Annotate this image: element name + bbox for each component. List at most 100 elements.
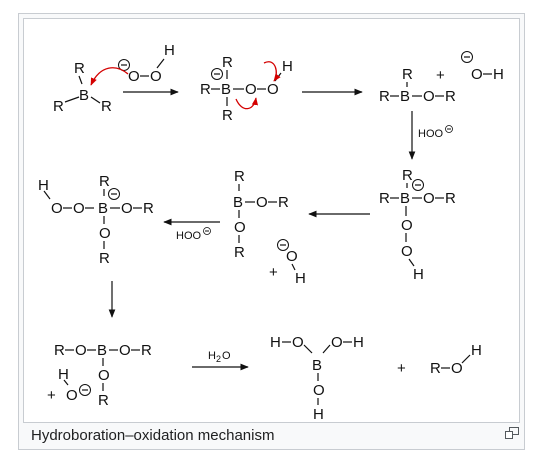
curved-arrow bbox=[90, 67, 129, 86]
plus-sign: + bbox=[436, 67, 445, 84]
atom-H: H bbox=[493, 66, 504, 83]
atom-R: R bbox=[234, 168, 245, 185]
water-O: O bbox=[222, 350, 231, 362]
plus-sign: + bbox=[397, 360, 406, 377]
atom-B: B bbox=[312, 357, 322, 374]
atom-O: O bbox=[451, 360, 463, 377]
bond bbox=[43, 190, 51, 200]
charge-circle bbox=[445, 125, 453, 133]
mechanism-diagram: R B R R O O H R bbox=[23, 18, 520, 423]
atom-R: R bbox=[99, 250, 110, 267]
dialkoxyborane: R B O R O R bbox=[233, 168, 289, 261]
charge-circle bbox=[412, 179, 424, 191]
atom-O: O bbox=[256, 194, 268, 211]
atom-R: R bbox=[141, 342, 152, 359]
atom-O: O bbox=[75, 342, 87, 359]
enlarge-icon[interactable] bbox=[505, 424, 519, 439]
charge-circle bbox=[203, 227, 211, 235]
charge-circle bbox=[211, 68, 223, 80]
atom-H: H bbox=[282, 58, 293, 75]
bond bbox=[408, 258, 415, 267]
reagent-label: HOO bbox=[176, 230, 202, 242]
borate-peroxide-complex: R R B R O O H bbox=[200, 54, 293, 124]
atom-O: O bbox=[73, 200, 85, 217]
water-H: H bbox=[208, 350, 216, 362]
hydroperoxide-anion: O O H bbox=[118, 42, 175, 85]
atom-O: O bbox=[286, 248, 298, 265]
atom-B: B bbox=[400, 190, 410, 207]
atom-B: B bbox=[400, 88, 410, 105]
atom-R: R bbox=[53, 98, 64, 115]
atom-H: H bbox=[313, 406, 324, 423]
atom-B: B bbox=[79, 87, 89, 104]
atom-B: B bbox=[97, 342, 107, 359]
atom-R: R bbox=[379, 190, 390, 207]
atom-H: H bbox=[353, 334, 364, 351]
charge-circle bbox=[277, 239, 289, 251]
atom-B: B bbox=[98, 200, 108, 217]
charge-circle bbox=[461, 51, 473, 63]
atom-O: O bbox=[313, 382, 325, 399]
atom-O: O bbox=[267, 81, 279, 98]
trialkylborane: R B R R bbox=[53, 60, 112, 115]
atom-R: R bbox=[98, 392, 109, 409]
plus-sign: + bbox=[47, 387, 56, 404]
atom-R: R bbox=[99, 173, 110, 190]
atom-H: H bbox=[471, 342, 482, 359]
charge-circle bbox=[79, 384, 91, 396]
atom-O: O bbox=[471, 66, 483, 83]
alkylborate-hydroperoxide: H O O R B O R O R bbox=[38, 173, 154, 267]
atom-O: O bbox=[119, 342, 131, 359]
atom-R: R bbox=[402, 167, 413, 184]
atom-R: R bbox=[74, 60, 85, 77]
bond bbox=[303, 344, 313, 354]
hydroxide: H O bbox=[58, 366, 91, 404]
water-subscript: 2 bbox=[216, 354, 221, 364]
atom-O: O bbox=[245, 81, 257, 98]
atom-H: H bbox=[295, 270, 306, 287]
atom-R: R bbox=[278, 194, 289, 211]
atom-R: R bbox=[379, 88, 390, 105]
alkoxyborane: R R B O R bbox=[379, 66, 456, 105]
figure-frame: R B R R O O H R bbox=[18, 13, 525, 450]
atom-H: H bbox=[164, 42, 175, 59]
atom-R: R bbox=[445, 88, 456, 105]
atom-O: O bbox=[423, 88, 435, 105]
curved-arrow bbox=[235, 97, 259, 110]
atom-O: O bbox=[331, 334, 343, 351]
bond bbox=[156, 58, 165, 69]
bond bbox=[322, 344, 331, 354]
atom-R: R bbox=[54, 342, 65, 359]
bond bbox=[90, 96, 101, 104]
atom-B: B bbox=[233, 194, 243, 211]
atom-O: O bbox=[150, 68, 162, 85]
figure-caption: Hydroboration–oxidation mechanism bbox=[31, 427, 275, 444]
atom-R: R bbox=[430, 360, 441, 377]
borate-hydroperoxide: R R B O R O O H bbox=[379, 167, 456, 283]
atom-B: B bbox=[221, 81, 231, 98]
atom-O: O bbox=[51, 200, 63, 217]
hydroxide: O H bbox=[461, 51, 504, 83]
atom-R: R bbox=[101, 98, 112, 115]
atom-O: O bbox=[128, 68, 140, 85]
bond bbox=[291, 263, 296, 271]
alcohol: R O H bbox=[430, 342, 482, 377]
bond bbox=[78, 75, 83, 85]
atom-O: O bbox=[401, 217, 413, 234]
atom-O: O bbox=[401, 243, 413, 260]
atom-H: H bbox=[58, 366, 69, 383]
water-label: H 2 O bbox=[208, 350, 231, 364]
atom-R: R bbox=[445, 190, 456, 207]
mechanism-svg: R B R R O O H R bbox=[38, 42, 504, 423]
atom-H: H bbox=[38, 177, 49, 194]
atom-O: O bbox=[66, 387, 78, 404]
atom-R: R bbox=[222, 54, 233, 71]
atom-H: H bbox=[270, 334, 281, 351]
atom-R: R bbox=[143, 200, 154, 217]
atom-O: O bbox=[292, 334, 304, 351]
plus-sign: + bbox=[269, 264, 278, 281]
trialkyl-borate: R O B O R O R bbox=[54, 342, 152, 409]
curved-arrow bbox=[263, 61, 281, 82]
reagent-label: HOO bbox=[418, 128, 444, 140]
atom-O: O bbox=[98, 367, 110, 384]
